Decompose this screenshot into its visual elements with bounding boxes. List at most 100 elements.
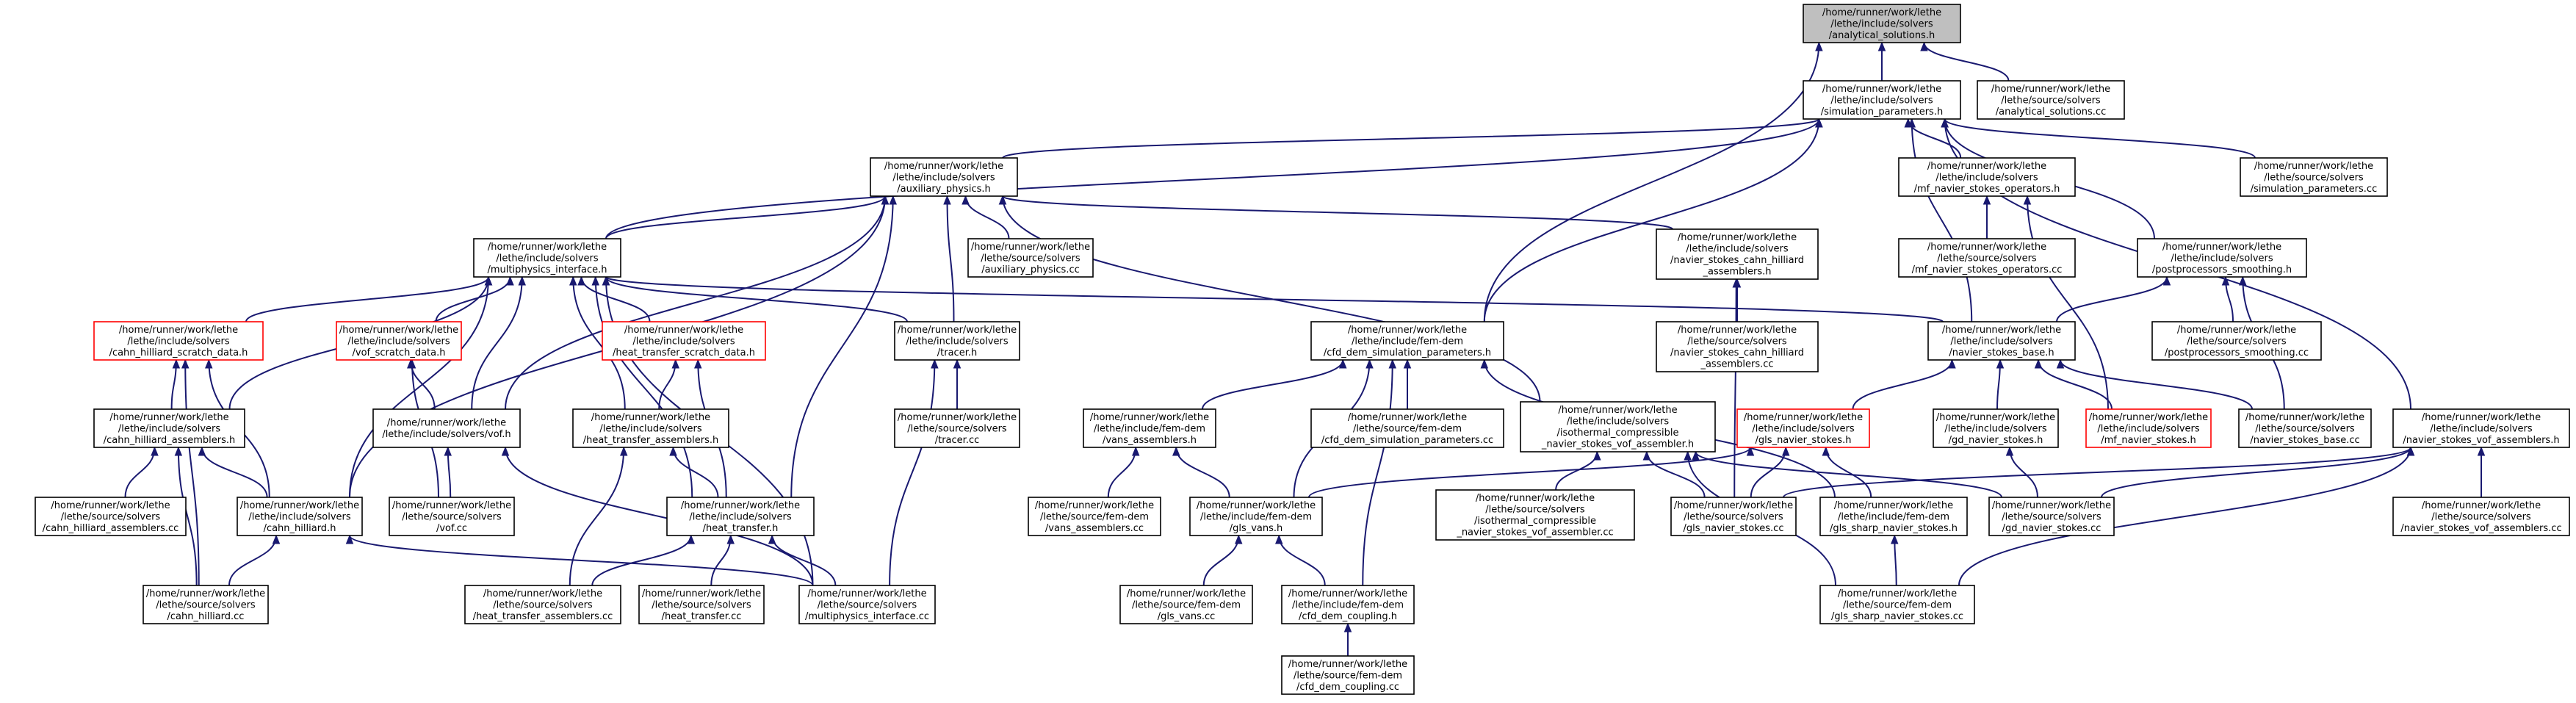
edge-arrowhead [953, 358, 962, 369]
node-navier-stokes-vof-assemblers-h[interactable]: /home/runner/work/lethe/lethe/include/so… [2392, 408, 2570, 448]
node-vof-scratch-data-h[interactable]: /home/runner/work/lethe/lethe/include/so… [336, 321, 462, 361]
node-auxiliary-physics-h[interactable]: /home/runner/work/lethe/lethe/include/so… [870, 157, 1018, 197]
node-isothermal-compressible-navier-stokes-vof-assembler-h[interactable]: /home/runner/work/lethe/lethe/include/so… [1520, 401, 1716, 453]
edge-arrowhead [151, 446, 159, 456]
edge-mf-navier-stokes-h-to-mf-navier-stokes-operators-h [2023, 195, 2109, 410]
node-label-line: /home/runner/work/lethe [1822, 7, 1941, 18]
node-analytical-solutions-cc[interactable]: /home/runner/work/lethe/lethe/source/sol… [1977, 80, 2125, 120]
node-label-line: /lethe/include/solvers [1686, 244, 1789, 255]
node-gls-vans-cc[interactable]: /home/runner/work/lethe/lethe/source/fem… [1119, 585, 1253, 624]
node-label-line: /home/runner/work/lethe [51, 500, 170, 511]
node-tracer-cc[interactable]: /home/runner/work/lethe/lethe/source/sol… [894, 408, 1020, 448]
node-box [1736, 408, 1870, 448]
node-simulation-parameters-cc[interactable]: /home/runner/work/lethe/lethe/source/sol… [2240, 157, 2388, 197]
node-navier-stokes-base-h[interactable]: /home/runner/work/lethe/lethe/include/so… [1927, 321, 2076, 361]
edge-arrowhead [1782, 446, 1790, 456]
edge-navier-stokes-base-h-to-multiphysics-interface-h [602, 275, 1944, 322]
node-gls-navier-stokes-cc[interactable]: /home/runner/work/lethe/lethe/source/sol… [1670, 497, 1797, 536]
node-cfd-dem-simulation-parameters-h[interactable]: /home/runner/work/lethe/lethe/include/fe… [1310, 321, 1504, 361]
node-gls-vans-h[interactable]: /home/runner/work/lethe/lethe/include/fe… [1189, 497, 1323, 536]
edge-heat-transfer-h-to-multiphysics-interface-h [591, 275, 693, 498]
node-label-line: /lethe/source/fem-dem [1843, 599, 1952, 610]
node-gls-sharp-navier-stokes-cc[interactable]: /home/runner/work/lethe/lethe/source/fem… [1819, 585, 1975, 624]
node-box [1083, 408, 1216, 448]
node-heat-transfer-assemblers-cc[interactable]: /home/runner/work/lethe/lethe/source/sol… [464, 585, 621, 624]
edge-multiphysics-interface-cc-to-vof-h [501, 446, 814, 586]
node-vof-cc[interactable]: /home/runner/work/lethe/lethe/source/sol… [389, 497, 515, 536]
edge-line [435, 276, 511, 322]
edge-line [1923, 42, 2010, 82]
node-cahn-hilliard-h[interactable]: /home/runner/work/lethe/lethe/include/so… [237, 497, 363, 536]
node-isothermal-compressible-navier-stokes-vof-assembler-cc[interactable]: /home/runner/work/lethe/lethe/source/sol… [1435, 489, 1635, 541]
nodes-layer: /home/runner/work/lethe/lethe/include/so… [35, 4, 2570, 695]
node-label-line: /home/runner/work/lethe [1476, 493, 1595, 504]
edge-navier-stokes-cahn-hilliard-assemblers-h-to-auxiliary-physics-h [998, 195, 1673, 230]
edge-heat-transfer-cc-to-heat-transfer-h [710, 534, 735, 586]
edge-arrowhead [768, 534, 776, 544]
edge-cfd-dem-coupling-cc-to-cfd-dem-coupling-h [1343, 622, 1352, 656]
node-heat-transfer-h[interactable]: /home/runner/work/lethe/lethe/include/so… [666, 497, 815, 536]
edge-line [2101, 447, 2411, 498]
node-cahn-hilliard-cc[interactable]: /home/runner/work/lethe/lethe/source/sol… [142, 585, 269, 624]
edge-multiphysics-interface-cc-to-cahn-hilliard-h [345, 534, 814, 586]
edge-cfd-dem-simulation-parameters-cc-to-cfd-dem-simulation-parameters-h [1403, 358, 1412, 410]
node-postprocessors-smoothing-cc[interactable]: /home/runner/work/lethe/lethe/source/sol… [2151, 321, 2322, 361]
node-navier-stokes-cahn-hilliard-assemblers-h[interactable]: /home/runner/work/lethe/lethe/include/so… [1656, 228, 1819, 280]
node-box [473, 238, 621, 278]
node-postprocessors-smoothing-h[interactable]: /home/runner/work/lethe/lethe/include/so… [2137, 238, 2307, 278]
node-mf-navier-stokes-operators-h[interactable]: /home/runner/work/lethe/lethe/include/so… [1898, 157, 2076, 197]
node-navier-stokes-cahn-hilliard-assemblers-cc[interactable]: /home/runner/work/lethe/lethe/source/sol… [1656, 321, 1819, 372]
node-mf-navier-stokes-h[interactable]: /home/runner/work/lethe/lethe/include/so… [2085, 408, 2212, 448]
edge-line [1002, 118, 1820, 159]
node-heat-transfer-assemblers-h[interactable]: /home/runner/work/lethe/lethe/include/so… [572, 408, 729, 448]
node-label-line: /vans_assemblers.cc [1045, 523, 1144, 534]
node-label-line: /auxiliary_physics.cc [981, 264, 1080, 275]
node-label-line: /home/runner/work/lethe [2162, 242, 2281, 253]
node-heat-transfer-cc[interactable]: /home/runner/work/lethe/lethe/source/sol… [638, 585, 765, 624]
node-box [2238, 408, 2372, 448]
node-simulation-parameters-h[interactable]: /home/runner/work/lethe/lethe/include/so… [1803, 80, 1961, 120]
node-mf-navier-stokes-operators-cc[interactable]: /home/runner/work/lethe/lethe/source/sol… [1898, 238, 2076, 278]
edge-gd-navier-stokes-cc-to-gd-navier-stokes-h [2005, 446, 2038, 498]
node-navier-stokes-base-cc[interactable]: /home/runner/work/lethe/lethe/source/sol… [2238, 408, 2372, 448]
node-cahn-hilliard-assemblers-cc[interactable]: /home/runner/work/lethe/lethe/source/sol… [35, 497, 187, 536]
edge-line [946, 195, 955, 322]
edge-line [2009, 447, 2038, 498]
edge-vof-cc-to-vof-h [444, 446, 452, 498]
node-cahn-hilliard-scratch-data-h[interactable]: /home/runner/work/lethe/lethe/include/so… [93, 321, 264, 361]
node-analytical-solutions-h[interactable]: /home/runner/work/lethe/lethe/include/so… [1803, 4, 1961, 43]
node-gd-navier-stokes-h[interactable]: /home/runner/work/lethe/lethe/include/so… [1933, 408, 2059, 448]
node-cfd-dem-coupling-h[interactable]: /home/runner/work/lethe/lethe/include/fe… [1281, 585, 1415, 624]
node-cfd-dem-simulation-parameters-cc[interactable]: /home/runner/work/lethe/lethe/source/fem… [1310, 408, 1504, 448]
node-label-line: /home/runner/work/lethe [1035, 500, 1154, 511]
node-vof-h[interactable]: /home/runner/work/lethe/lethe/include/so… [372, 408, 521, 448]
node-label-line: /home/runner/work/lethe [2089, 412, 2208, 423]
node-multiphysics-interface-h[interactable]: /home/runner/work/lethe/lethe/include/so… [473, 238, 621, 278]
node-box [1189, 497, 1323, 536]
node-gls-navier-stokes-h[interactable]: /home/runner/work/lethe/lethe/include/so… [1736, 408, 1870, 448]
edge-arrowhead [1877, 41, 1886, 51]
node-box [2151, 321, 2322, 361]
node-heat-transfer-scratch-data-h[interactable]: /home/runner/work/lethe/lethe/include/so… [602, 321, 766, 361]
edge-gd-navier-stokes-cc-to-isothermal-compressible-navier-stokes-vof-assembler-h [1692, 450, 2002, 498]
node-label-line: /home/runner/work/lethe [1936, 412, 2055, 423]
node-navier-stokes-vof-assemblers-cc[interactable]: /home/runner/work/lethe/lethe/source/sol… [2392, 497, 2570, 536]
node-label-line: /lethe/source/solvers [907, 423, 1007, 434]
node-vans-assemblers-h[interactable]: /home/runner/work/lethe/lethe/include/fe… [1083, 408, 1216, 448]
node-tracer-h[interactable]: /home/runner/work/lethe/lethe/include/so… [894, 321, 1020, 361]
node-cahn-hilliard-assemblers-h[interactable]: /home/runner/work/lethe/lethe/include/so… [93, 408, 245, 448]
node-label-line: /lethe/include/solvers [347, 336, 450, 347]
node-box [2392, 408, 2570, 448]
node-auxiliary-physics-cc[interactable]: /home/runner/work/lethe/lethe/source/sol… [967, 238, 1094, 278]
edge-mf-navier-stokes-operators-cc-to-mf-navier-stokes-operators-h [1982, 195, 1991, 239]
node-box [389, 497, 515, 536]
node-label-line: /lethe/include/fem-dem [1094, 423, 1205, 434]
node-gd-navier-stokes-cc[interactable]: /home/runner/work/lethe/lethe/source/sol… [1988, 497, 2115, 536]
node-label-line: /lethe/include/solvers [906, 336, 1009, 347]
node-cfd-dem-coupling-cc[interactable]: /home/runner/work/lethe/lethe/source/fem… [1281, 655, 1415, 695]
node-multiphysics-interface-cc[interactable]: /home/runner/work/lethe/lethe/source/sol… [798, 585, 936, 624]
node-gls-sharp-navier-stokes-h[interactable]: /home/runner/work/lethe/lethe/include/fe… [1819, 497, 1968, 536]
edge-arrowhead [506, 275, 514, 286]
node-vans-assemblers-cc[interactable]: /home/runner/work/lethe/lethe/source/fem… [1028, 497, 1161, 536]
node-label-line: /gls_sharp_navier_stokes.cc [1831, 611, 1963, 622]
